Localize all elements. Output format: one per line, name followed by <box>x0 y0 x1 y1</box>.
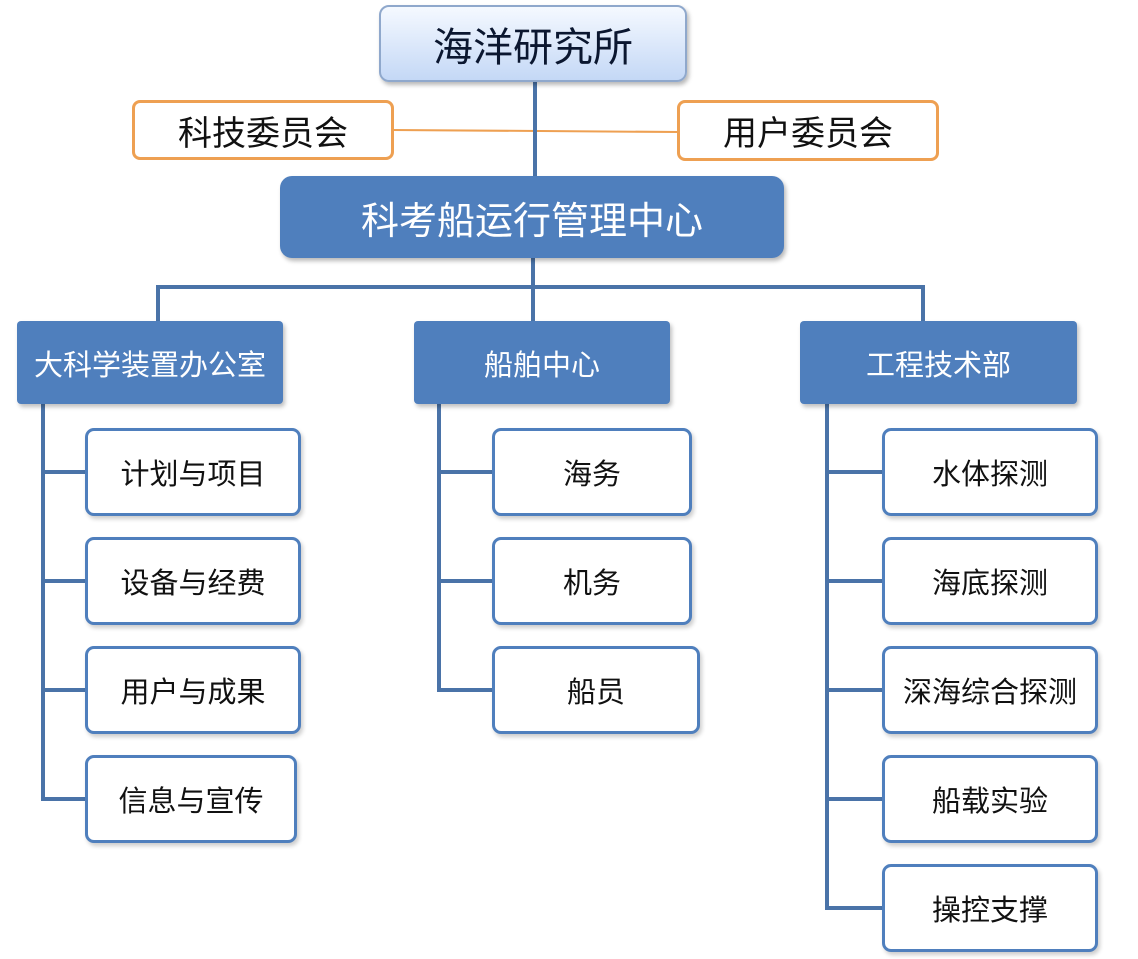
sub-unit-box: 计划与项目 <box>85 428 301 516</box>
sub-unit-box: 船载实验 <box>882 755 1098 843</box>
committee-user-box: 用户委员会 <box>677 100 939 161</box>
sub-unit-box: 设备与经费 <box>85 537 301 625</box>
sub-unit-box: 机务 <box>492 537 692 625</box>
sub-unit-box: 水体探测 <box>882 428 1098 516</box>
department-box: 船舶中心 <box>414 321 670 404</box>
sub-unit-box: 深海综合探测 <box>882 646 1098 734</box>
sub-unit-box: 船员 <box>492 646 700 734</box>
operations-center-box: 科考船运行管理中心 <box>280 176 784 258</box>
department-box: 工程技术部 <box>800 321 1077 404</box>
institute-box: 海洋研究所 <box>379 5 687 82</box>
sub-unit-box: 海底探测 <box>882 537 1098 625</box>
sub-unit-box: 用户与成果 <box>85 646 301 734</box>
committee-tech-box: 科技委员会 <box>132 100 394 160</box>
department-box: 大科学装置办公室 <box>17 321 283 404</box>
sub-unit-box: 海务 <box>492 428 692 516</box>
sub-unit-box: 操控支撑 <box>882 864 1098 952</box>
sub-unit-box: 信息与宣传 <box>85 755 297 843</box>
